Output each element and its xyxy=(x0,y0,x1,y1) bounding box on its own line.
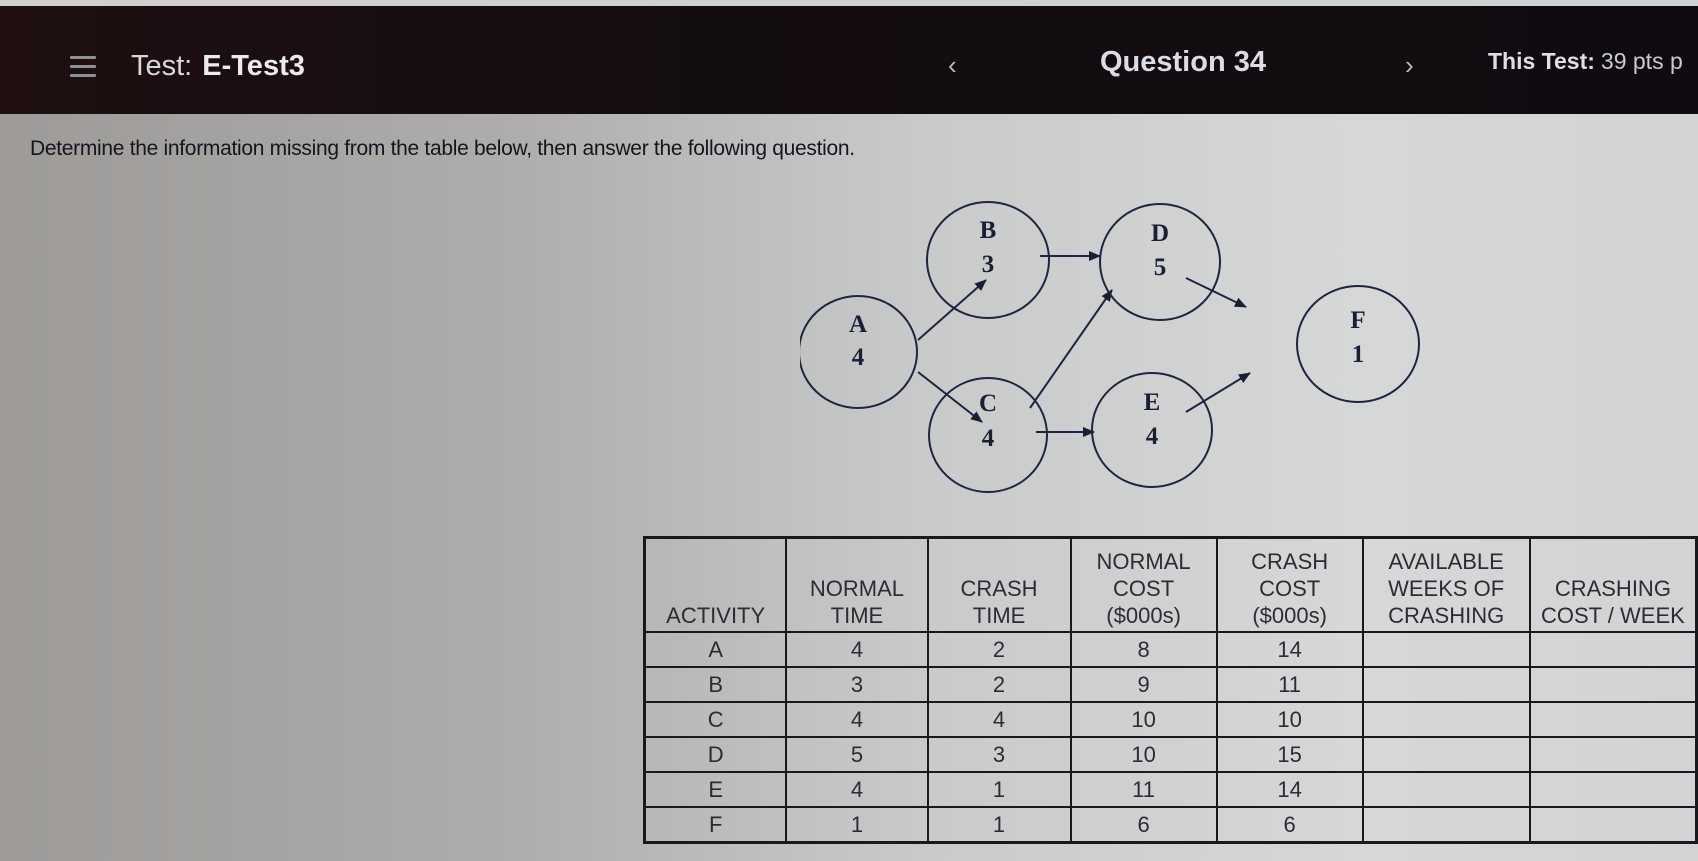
cell-activity: F xyxy=(643,806,788,844)
header-normal-cost: NORMAL COST ($000s) xyxy=(1069,536,1218,633)
hamburger-menu-icon[interactable] xyxy=(70,56,96,78)
node-b-label: B xyxy=(980,217,997,244)
cell-crash-cost: 14 xyxy=(1215,771,1364,808)
header-crash-time: CRASH TIME xyxy=(926,536,1072,633)
node-d-label: D xyxy=(1151,220,1169,247)
cell-crash-time: 2 xyxy=(926,666,1072,703)
cell-normal-time: 4 xyxy=(785,771,929,808)
edge-c-d xyxy=(1029,289,1113,409)
cell-crash-cost: 6 xyxy=(1215,806,1364,844)
node-e-circle xyxy=(1091,372,1213,488)
next-question-button[interactable]: › xyxy=(1405,50,1414,80)
header-crash-cost: CRASH COST ($000s) xyxy=(1215,536,1364,633)
cell-normal-time: 4 xyxy=(785,701,929,738)
node-c-duration: 4 xyxy=(982,425,995,452)
cell-crash-cost: 14 xyxy=(1215,631,1364,668)
node-d-duration: 5 xyxy=(1154,254,1167,281)
cell-normal-cost: 8 xyxy=(1069,631,1218,668)
network-diagram: A 4 B 3 C 4 D 5 E 4 F 1 xyxy=(800,201,1420,493)
cell-crash-cost: 10 xyxy=(1215,701,1364,738)
cell-crashing-cost-per-week xyxy=(1528,736,1698,773)
cell-crash-time: 3 xyxy=(926,736,1072,773)
node-a-circle xyxy=(800,295,918,409)
test-title: Test: E-Test3 xyxy=(131,50,305,83)
table-row: F 1 1 6 6 xyxy=(643,806,1698,844)
table-header-row: ACTIVITY NORMAL TIME CRASH TIME NORMAL C… xyxy=(643,536,1698,633)
node-e-label: E xyxy=(1144,389,1161,416)
cell-activity: E xyxy=(643,771,788,808)
cell-available-weeks xyxy=(1361,771,1531,808)
cell-normal-time: 4 xyxy=(785,631,929,668)
cell-normal-time: 3 xyxy=(785,666,929,703)
cell-activity: C xyxy=(643,701,788,738)
table-row: D 5 3 10 15 xyxy=(643,736,1698,773)
node-f-circle xyxy=(1296,285,1420,403)
cell-normal-cost: 11 xyxy=(1069,771,1218,808)
cell-available-weeks xyxy=(1361,631,1531,668)
cell-crash-cost: 15 xyxy=(1215,736,1364,773)
header-available-weeks: AVAILABLE WEEKS OF CRASHING xyxy=(1361,536,1531,633)
test-header: Test: E-Test3 ‹ Question 34 › This Test:3… xyxy=(0,6,1698,114)
cell-crash-time: 2 xyxy=(926,631,1072,668)
cell-available-weeks xyxy=(1361,666,1531,703)
cell-crash-time: 1 xyxy=(926,771,1072,808)
cell-activity: D xyxy=(643,736,788,773)
test-name: E-Test3 xyxy=(202,50,305,82)
cell-normal-time: 5 xyxy=(785,736,929,773)
cell-crashing-cost-per-week xyxy=(1528,806,1698,844)
cell-available-weeks xyxy=(1361,736,1531,773)
node-f-duration: 1 xyxy=(1352,341,1365,368)
top-strip xyxy=(0,0,1698,6)
node-d-circle xyxy=(1099,203,1221,321)
cell-normal-time: 1 xyxy=(785,806,929,844)
question-prompt: Determine the information missing from t… xyxy=(30,137,855,160)
cell-crash-cost: 11 xyxy=(1215,666,1364,703)
cell-normal-cost: 10 xyxy=(1069,701,1218,738)
node-a-label: A xyxy=(849,311,867,338)
node-b-duration: 3 xyxy=(982,251,995,278)
cell-crashing-cost-per-week xyxy=(1528,771,1698,808)
cell-normal-cost: 6 xyxy=(1069,806,1218,844)
header-crashing-cost-per-week: CRASHING COST / WEEK xyxy=(1528,536,1698,633)
table-row: C 4 4 10 10 xyxy=(643,701,1698,738)
previous-question-button[interactable]: ‹ xyxy=(948,50,957,80)
table-row: B 3 2 9 11 xyxy=(643,666,1698,703)
cell-crashing-cost-per-week xyxy=(1528,631,1698,668)
node-b-circle xyxy=(926,201,1050,319)
question-title: Question 34 xyxy=(1100,46,1266,78)
cell-available-weeks xyxy=(1361,701,1531,738)
cell-normal-cost: 10 xyxy=(1069,736,1218,773)
edge-d-f xyxy=(1185,277,1247,308)
node-a-duration: 4 xyxy=(852,344,865,371)
cell-crashing-cost-per-week xyxy=(1528,666,1698,703)
crashing-table: ACTIVITY NORMAL TIME CRASH TIME NORMAL C… xyxy=(643,536,1698,844)
edge-a-c xyxy=(917,371,983,423)
table-row: E 4 1 11 14 xyxy=(643,771,1698,808)
cell-activity: B xyxy=(643,666,788,703)
cell-available-weeks xyxy=(1361,806,1531,844)
header-activity: ACTIVITY xyxy=(643,536,788,633)
header-normal-time: NORMAL TIME xyxy=(785,536,929,633)
cell-normal-cost: 9 xyxy=(1069,666,1218,703)
score-label: This Test: xyxy=(1488,48,1595,74)
node-f-label: F xyxy=(1350,307,1365,334)
cell-crash-time: 4 xyxy=(926,701,1072,738)
edge-e-f xyxy=(1185,372,1251,413)
node-c-label: C xyxy=(979,390,997,417)
cell-activity: A xyxy=(643,631,788,668)
score-value: 39 pts p xyxy=(1600,48,1683,74)
table-row: A 4 2 8 14 xyxy=(643,631,1698,668)
node-c-circle xyxy=(928,377,1048,493)
node-e-duration: 4 xyxy=(1146,423,1159,450)
cell-crash-time: 1 xyxy=(926,806,1072,844)
cell-crashing-cost-per-week xyxy=(1528,701,1698,738)
test-title-prefix: Test: xyxy=(131,50,193,82)
test-score: This Test:39 pts p xyxy=(1488,48,1683,75)
edge-a-b xyxy=(917,279,987,341)
